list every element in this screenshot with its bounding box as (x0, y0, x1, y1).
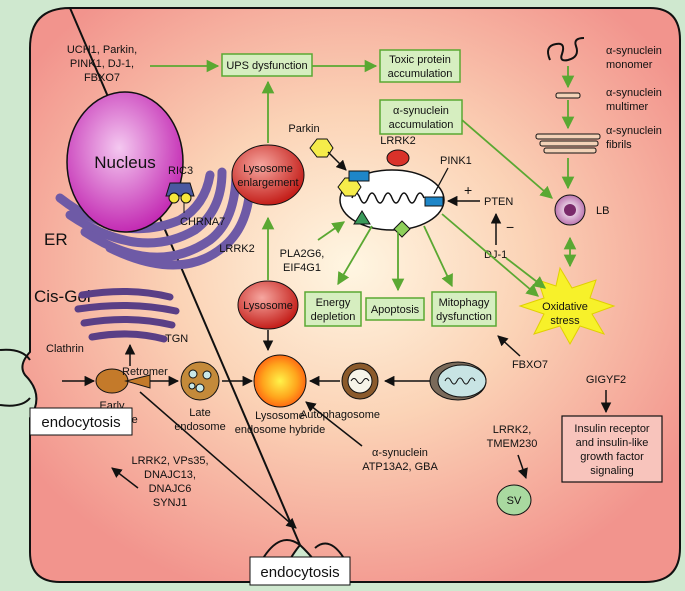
energy-depletion-label-2: depletion (311, 311, 356, 323)
asyn-monomer-1: α-synuclein (606, 45, 662, 57)
parkin-receptor-icon (348, 170, 370, 182)
fbxo7-label: FBXO7 (512, 359, 548, 371)
nucleus-label: Nucleus (94, 153, 155, 172)
chrna7-label: CHRNA7 (180, 216, 225, 228)
lrrk2-left-label: LRRK2 (219, 243, 254, 255)
asyn-monomer-icon (547, 37, 585, 62)
triangle-icon (353, 210, 371, 225)
dj1-label: DJ-1 (484, 249, 507, 261)
asyn-monomer-2: monomer (606, 59, 653, 71)
asyn-accumulation-box (379, 99, 463, 135)
sv-label: SV (507, 495, 522, 507)
pla2g6-label-2: EIF4G1 (283, 262, 321, 274)
apoptosis-label: Apoptosis (371, 304, 420, 316)
insulin-label-2: and insulin-like (576, 437, 649, 449)
parkin-label: Parkin (288, 123, 319, 135)
late-endosome-label-2: endosome (174, 421, 225, 433)
asyn-accumulation-label-2: accumulation (389, 119, 454, 131)
asyn-multimer-icon (555, 92, 581, 99)
lrrk2-tmem-label-2: TMEM230 (487, 438, 538, 450)
lysosome-enlargement (231, 144, 305, 206)
autophagosome-label: Autophagosome (300, 409, 380, 421)
retromer-label: Retromer (122, 366, 168, 378)
vps-genes-3: DNAJC6 (149, 483, 192, 495)
lrrk2-icon (386, 149, 410, 167)
mitophagy-label-1: Mitophagy (439, 297, 490, 309)
mitophagy-box (431, 291, 497, 327)
energy-depletion-label-1: Energy (316, 297, 351, 309)
lysosome-enlargement-label-2: enlargement (237, 177, 298, 189)
energy-depletion-box (304, 291, 362, 327)
er-label: ER (44, 230, 68, 249)
endocytosis-left-label: endocytosis (41, 414, 120, 431)
pink1-label: PINK1 (440, 155, 472, 167)
minus-sign: − (506, 219, 514, 235)
ups-genes-2: PINK1, DJ-1, (70, 58, 134, 70)
vps-genes-1: LRRK2, VPs35, (131, 455, 208, 467)
asyn-multimer-2: multimer (606, 101, 649, 113)
plus-sign: + (464, 182, 472, 198)
insulin-label-1: Insulin receptor (574, 423, 650, 435)
synaptic-vesicle (496, 484, 532, 516)
ups-genes-3: FBXO7 (84, 72, 120, 84)
chrna7-subunit-icon (180, 192, 192, 204)
lysosome-enlargement-label-1: Lysosome (243, 163, 293, 175)
lrrk2-top-label: LRRK2 (380, 135, 415, 147)
asyn-fibrils-icon (535, 133, 601, 154)
pink1-icon (424, 196, 444, 207)
vps-genes-2: DNAJC13, (144, 469, 196, 481)
toxic-protein-label-1: Toxic protein (389, 54, 451, 66)
ups-dysfunction-box (221, 53, 313, 77)
asyn-multimer-1: α-synuclein (606, 87, 662, 99)
parkin-hexagon-icon (337, 177, 362, 197)
pla2g6-label-1: PLA2G6, (280, 248, 325, 260)
insulin-signaling-box (561, 415, 663, 483)
ric3-label: RIC3 (168, 165, 193, 177)
asyn-fibrils-2: fibrils (606, 139, 632, 151)
mitophagy-label-2: dysfunction (436, 311, 492, 323)
asyn-atp-label-1: α-synuclein (372, 447, 428, 459)
parkin-hexagon-icon (309, 138, 334, 158)
endocytosis-bottom-label: endocytosis (260, 564, 339, 581)
toxic-protein-label-2: accumulation (388, 68, 453, 80)
lysosome-label: Lysosome (243, 300, 293, 312)
lysosome-endosome-hybrid (253, 354, 307, 408)
lysosome (237, 280, 299, 330)
asyn-accumulation-label-1: α-synuclein (393, 105, 449, 117)
mitochondrion (339, 169, 445, 231)
toxic-protein-box (379, 49, 461, 83)
clathrin-label: Clathrin (46, 343, 84, 355)
lb-label: LB (596, 205, 609, 217)
hybrid-label-2: endosome hybride (235, 424, 326, 436)
late-endosome (180, 361, 220, 401)
insulin-label-3: growth factor (580, 451, 644, 463)
insulin-label-4: signaling (590, 465, 633, 477)
pten-label: PTEN (484, 196, 513, 208)
apoptosis-box (365, 297, 425, 321)
golgi-stack (74, 287, 180, 343)
ups-dysfunction-label: UPS dysfunction (226, 60, 307, 72)
ups-genes-1: UCH1, Parkin, (67, 44, 137, 56)
chrna7-subunit-icon (168, 192, 180, 204)
endocytosis-left-box (29, 407, 133, 436)
cis-golgi-label: Cis-Gol (34, 287, 91, 306)
oxidative-stress-label-2: stress (550, 315, 580, 327)
nucleus (66, 91, 184, 233)
oxidative-stress-label-1: Oxidative (542, 301, 588, 313)
tgn-label: TGN (165, 333, 188, 345)
vps-genes-4: SYNJ1 (153, 497, 187, 509)
asyn-atp-label-2: ATP13A2, GBA (362, 461, 438, 473)
late-endosome-label-1: Late (189, 407, 210, 419)
asyn-fibrils-1: α-synuclein (606, 125, 662, 137)
gigyf2-label: GIGYF2 (586, 374, 626, 386)
hybrid-label-1: Lysosome (255, 410, 305, 422)
lrrk2-tmem-label-1: LRRK2, (493, 424, 532, 436)
endocytosis-bottom-box (249, 556, 351, 586)
